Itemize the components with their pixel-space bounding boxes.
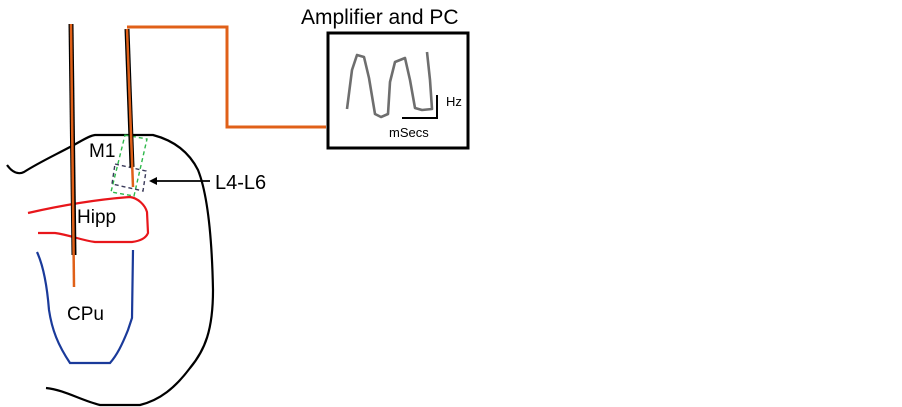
m1-region	[110, 134, 148, 197]
x-scale-label: mSecs	[389, 125, 429, 140]
electrode-cortical	[124, 28, 135, 188]
layer-region	[111, 163, 147, 192]
cpu-label: CPu	[67, 304, 104, 325]
y-scale-label: Hz	[446, 94, 462, 109]
electrode-wire	[127, 25, 326, 129]
amplifier-box	[326, 31, 470, 150]
hippocampus-outline	[27, 195, 150, 244]
cpu-outline	[36, 249, 135, 365]
layers-label: L4-L6	[215, 172, 266, 194]
hippocampus-label: Hipp	[77, 207, 116, 228]
m1-label: M1	[89, 141, 115, 162]
arrow-head-icon	[149, 177, 157, 185]
scale-bar	[402, 95, 438, 119]
amplifier-title: Amplifier and PC	[301, 6, 459, 29]
brain-outline	[6, 133, 215, 407]
electrode-deep	[68, 23, 77, 288]
signal-trace	[345, 51, 434, 119]
